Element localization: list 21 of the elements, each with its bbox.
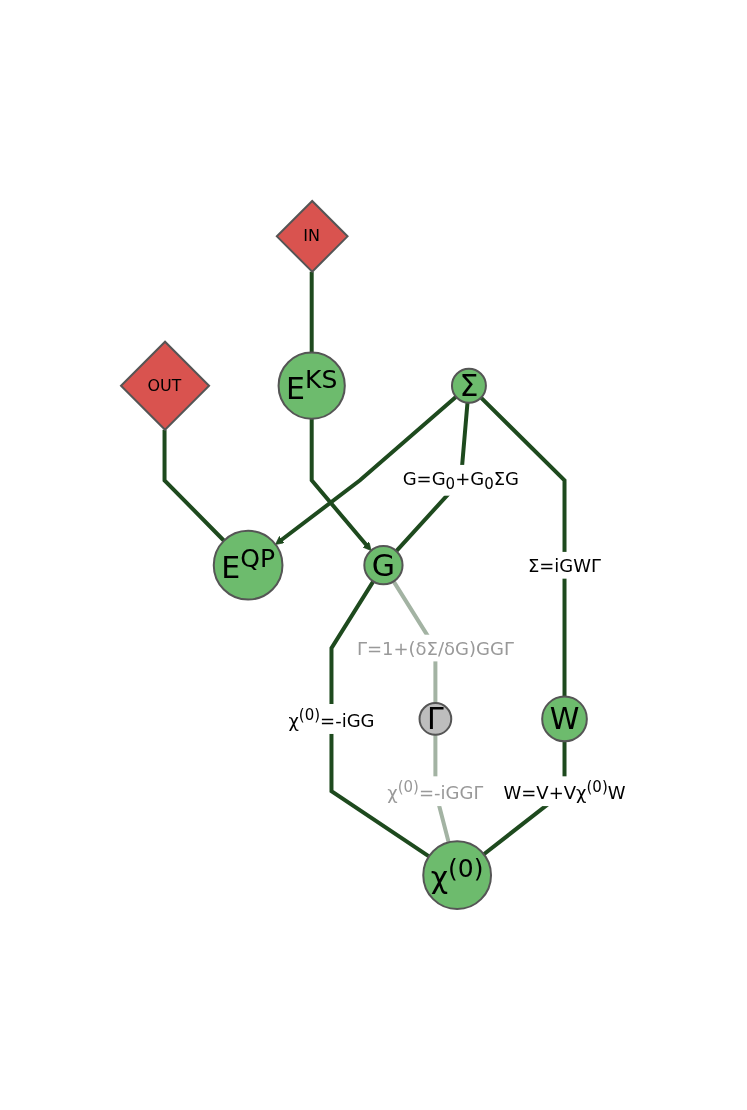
node-circle: W [541, 695, 589, 743]
edge-label: χ$^{(0)}$=-iGG [288, 705, 375, 731]
node-circle: E$^{KS}$ [277, 351, 347, 420]
node-diamond: IN [275, 199, 350, 274]
edge-label: Γ=1+(δΣ/δG)GGΓ [357, 637, 515, 659]
edge-label: W=V+Vχ$^{(0)}$W [503, 778, 626, 804]
connector [309, 271, 314, 353]
arrow [275, 395, 458, 545]
node-circle: Σ [451, 367, 488, 404]
node-circle: χ$^{(0)}$ [422, 840, 493, 910]
node-circle: G [363, 545, 404, 586]
edge-label: G=G$_{0}$+G$_{0}$ΣG [402, 467, 520, 494]
node-circle: Γ [418, 702, 453, 736]
connector [479, 396, 567, 697]
connector [162, 429, 226, 543]
edge-label: χ$^{(0)}$=-iGGΓ [387, 778, 484, 804]
edge-label: Σ=iGWΓ [528, 554, 602, 576]
node-circle: E$^{QP}$ [212, 529, 284, 601]
arrow [309, 418, 372, 551]
node-diamond: OUT [119, 340, 211, 432]
connector [329, 580, 431, 858]
